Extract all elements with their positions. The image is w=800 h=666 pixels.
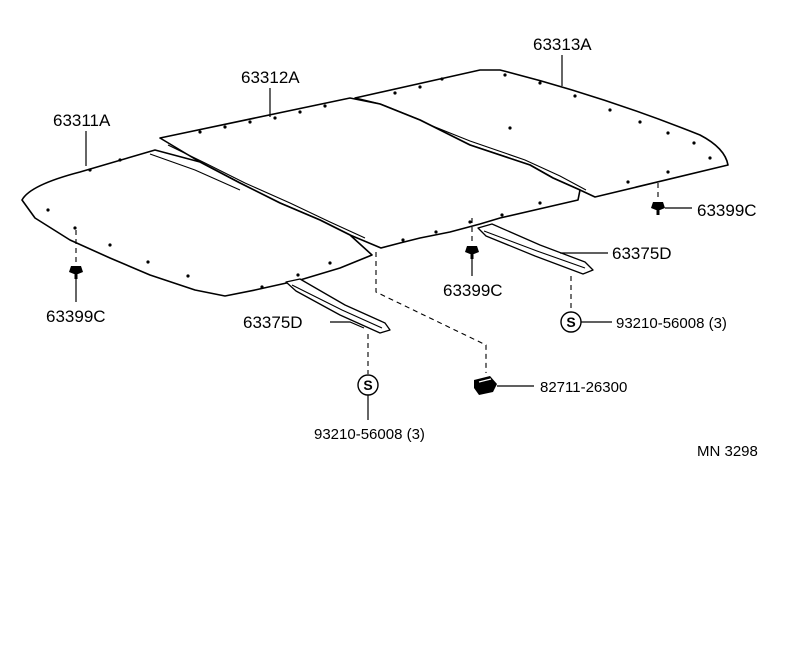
- diagram-code: MN 3298: [697, 443, 758, 460]
- label-panel-rear: 63313A: [533, 35, 592, 54]
- label-clip-right: 63399C: [697, 201, 757, 220]
- headliner-panel-front: [21, 149, 373, 297]
- label-screw-right: 93210-56008 (3): [616, 315, 727, 332]
- screw-left: S: [357, 334, 379, 420]
- screw-right: S: [560, 276, 612, 333]
- screw-symbol: S: [363, 377, 372, 393]
- label-rail-right: 63375D: [612, 244, 672, 263]
- roof-rail-right: [477, 223, 594, 275]
- leader-rail-left: [330, 321, 365, 329]
- label-clip-left: 63399C: [46, 307, 106, 326]
- label-panel-center: 63312A: [241, 68, 300, 87]
- label-rail-left: 63375D: [243, 313, 303, 332]
- label-panel-front: 63311A: [53, 111, 111, 130]
- screw-symbol: S: [566, 314, 575, 330]
- label-retainer: 82711-26300: [540, 379, 627, 396]
- label-clip-center: 63399C: [443, 281, 503, 300]
- clip-right: [651, 183, 692, 215]
- clip-center: [465, 218, 479, 276]
- retainer-clip: [375, 252, 534, 395]
- roof-rail-left: [285, 278, 391, 334]
- label-screw-left: 93210-56008 (3): [314, 426, 425, 443]
- clip-left: [69, 230, 83, 302]
